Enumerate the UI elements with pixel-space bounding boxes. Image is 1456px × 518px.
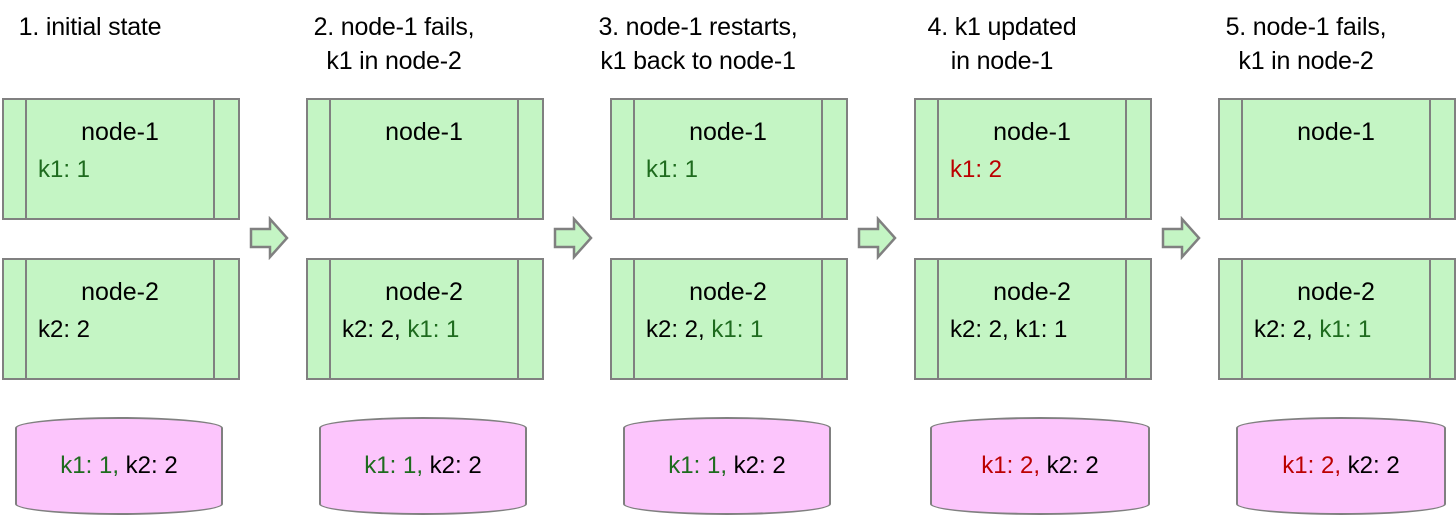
node-box-node2: node-2 k2: 2	[2, 258, 240, 380]
column-title: 4. k1 updated in node-1	[927, 13, 1077, 75]
db-entry: k1: 2,	[1282, 452, 1341, 479]
node2-entry: k2: 2,	[342, 316, 401, 343]
db-entry: k1: 1,	[60, 452, 119, 479]
node-name-label: node-2	[689, 278, 767, 306]
right-block-arrow-icon	[857, 216, 897, 260]
cylinder-top-mask	[321, 428, 525, 444]
node-name-label: node-1	[689, 118, 767, 146]
node-box-left-divider	[25, 100, 27, 218]
node-box-left-divider	[633, 260, 635, 378]
node-key-values: k2: 2	[38, 316, 212, 344]
cylinder-top-mask	[17, 428, 221, 444]
node2-entry: k2: 2	[38, 316, 91, 343]
node-box-left-divider	[633, 100, 635, 218]
node1-entry: k1: 1	[38, 156, 91, 183]
node2-entry: k2: 2, k1: 1	[950, 316, 1068, 343]
db-entry: k2: 2	[119, 452, 178, 479]
node-box-node1: node-1 k1: 2	[914, 98, 1152, 220]
node-key-values: k2: 2, k1: 1	[646, 316, 820, 344]
database-key-values: k1: 2, k2: 2	[930, 452, 1150, 480]
node2-entry: k2: 2,	[646, 316, 705, 343]
node-box-node1: node-1 k1: 1	[610, 98, 848, 220]
node-name-label: node-1	[385, 118, 463, 146]
node-box-left-divider	[329, 260, 331, 378]
node-name-label: node-2	[993, 278, 1071, 306]
node-key-values: k1: 2	[950, 156, 1124, 184]
diagram-column-step-4: 4. k1 updated in node-1 node-1 k1: 2 node-2…	[852, 0, 1152, 518]
node-box-node2: node-2 k2: 2, k1: 1	[914, 258, 1152, 380]
right-block-arrow-icon	[249, 216, 289, 260]
node-box-right-divider	[821, 100, 823, 218]
right-block-arrow-icon	[553, 216, 593, 260]
database-cylinder: k1: 1, k2: 2	[623, 417, 831, 515]
node2-entry: k1: 1	[704, 316, 764, 343]
database-key-values: k1: 1, k2: 2	[623, 452, 831, 480]
node-box-node1: node-1	[306, 98, 544, 220]
node-box-node1: node-1 k1: 1	[2, 98, 240, 220]
database-key-values: k1: 1, k2: 2	[15, 452, 223, 480]
node-box-right-divider	[213, 260, 215, 378]
node-key-values: k2: 2, k1: 1	[342, 316, 516, 344]
right-block-arrow-icon	[1161, 216, 1201, 260]
db-entry: k2: 2	[727, 452, 786, 479]
database-cylinder: k1: 2, k2: 2	[1236, 417, 1446, 515]
node-box-node1: node-1	[1218, 98, 1456, 220]
node2-entry: k2: 2,	[1254, 316, 1313, 343]
db-entry: k1: 1,	[364, 452, 423, 479]
diagram-column-step-2: 2. node-1 fails, k1 in node-2 node-1 node-…	[244, 0, 544, 518]
node-name-label: node-1	[1297, 118, 1375, 146]
cylinder-top-mask	[625, 428, 829, 444]
node-box-left-divider	[329, 100, 331, 218]
node-box-right-divider	[517, 260, 519, 378]
node-name-label: node-1	[993, 118, 1071, 146]
column-title: 1. initial state	[18, 13, 162, 41]
node-key-values: k2: 2, k1: 1	[1254, 316, 1428, 344]
diagram-column-step-3: 3. node-1 restarts, k1 back to node-1 nod…	[548, 0, 848, 518]
node-name-label: node-2	[1297, 278, 1375, 306]
database-key-values: k1: 1, k2: 2	[319, 452, 527, 480]
node2-entry: k1: 1	[1312, 316, 1372, 343]
db-entry: k1: 2,	[981, 452, 1040, 479]
database-cylinder: k1: 1, k2: 2	[319, 417, 527, 515]
diagram-column-step-5: 5. node-1 fails, k1 in node-2 node-1 node-…	[1156, 0, 1456, 518]
node-box-right-divider	[517, 100, 519, 218]
node-key-values: k1: 1	[646, 156, 820, 184]
node-key-values: k1: 1	[38, 156, 212, 184]
db-entry: k2: 2	[423, 452, 482, 479]
node-name-label: node-2	[81, 278, 159, 306]
node1-entry: k1: 2	[950, 156, 1003, 183]
node-box-right-divider	[1125, 100, 1127, 218]
column-title: 5. node-1 fails, k1 in node-2	[1225, 13, 1387, 75]
cylinder-top-mask	[932, 428, 1148, 444]
cylinder-top-mask	[1238, 428, 1444, 444]
node-name-label: node-2	[385, 278, 463, 306]
node-box-left-divider	[1241, 260, 1243, 378]
node-box-node2: node-2 k2: 2, k1: 1	[610, 258, 848, 380]
database-key-values: k1: 2, k2: 2	[1236, 452, 1446, 480]
db-entry: k2: 2	[1040, 452, 1099, 479]
node-box-right-divider	[821, 260, 823, 378]
node-box-right-divider	[1125, 260, 1127, 378]
node-box-left-divider	[937, 260, 939, 378]
column-title: 2. node-1 fails, k1 in node-2	[313, 13, 475, 75]
node-box-left-divider	[937, 100, 939, 218]
column-title: 3. node-1 restarts, k1 back to node-1	[598, 13, 798, 75]
node-box-right-divider	[213, 100, 215, 218]
node-box-right-divider	[1429, 100, 1431, 218]
node1-entry: k1: 1	[646, 156, 699, 183]
node-key-values: k2: 2, k1: 1	[950, 316, 1124, 344]
database-cylinder: k1: 2, k2: 2	[930, 417, 1150, 515]
db-entry: k2: 2	[1341, 452, 1400, 479]
node2-entry: k1: 1	[400, 316, 460, 343]
node-name-label: node-1	[81, 118, 159, 146]
database-cylinder: k1: 1, k2: 2	[15, 417, 223, 515]
node-box-node2: node-2 k2: 2, k1: 1	[306, 258, 544, 380]
node-box-right-divider	[1429, 260, 1431, 378]
node-box-left-divider	[25, 260, 27, 378]
db-entry: k1: 1,	[668, 452, 727, 479]
node-box-node2: node-2 k2: 2, k1: 1	[1218, 258, 1456, 380]
node-box-left-divider	[1241, 100, 1243, 218]
